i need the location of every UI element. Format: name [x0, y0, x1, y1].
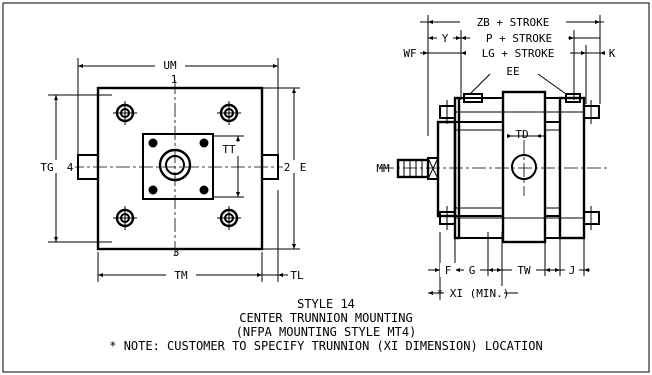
tie-rod-nut-2 [217, 101, 241, 125]
dimension-arrowhead [428, 36, 433, 40]
td-label: TD [515, 128, 528, 141]
rod-end-inner [165, 155, 185, 175]
rod-end-outer [158, 148, 192, 182]
side-view: ZB + STROKE Y P + STROKE WF LG + STROKE … [376, 15, 616, 300]
caption-title: STYLE 14 [297, 297, 355, 311]
gland-screw-2 [199, 138, 209, 148]
side-dimension-arrows [423, 20, 605, 295]
dimension-arrowhead [257, 273, 262, 277]
dimension-arrowhead [78, 64, 83, 68]
k-label: K [609, 47, 616, 60]
lg-label: LG + STROKE [482, 47, 555, 60]
dimension-arrowhead [273, 64, 278, 68]
gland-screw-1 [148, 138, 158, 148]
dimension-arrowhead [545, 268, 550, 272]
front-dimension-arrows [54, 64, 296, 277]
dimension-arrowhead [435, 268, 440, 272]
caption-line-2: (NFPA MOUNTING STYLE MT4) [236, 325, 417, 339]
dimension-arrowhead [536, 134, 541, 138]
dimension-arrowhead [236, 192, 240, 197]
e-label: E [300, 161, 307, 174]
dimension-arrowhead [497, 268, 502, 272]
mm-label: MM [376, 162, 390, 175]
gland-screw-4 [199, 185, 209, 195]
dimension-arrowhead [581, 51, 586, 55]
dimension-arrowhead [278, 273, 283, 277]
caption-note: * NOTE: CUSTOMER TO SPECIFY TRUNNION (XI… [109, 339, 542, 353]
dimension-arrowhead [595, 20, 600, 24]
ee-label: EE [506, 65, 519, 78]
tie-rod-nut-4 [217, 206, 241, 230]
piston-rod-thread [396, 158, 430, 179]
dimension-arrowhead [292, 244, 296, 249]
dimension-arrowhead [488, 268, 493, 272]
tm-label: TM [174, 269, 188, 282]
trunnion-pin-circle [511, 154, 537, 180]
port-4-label: 4 [67, 161, 74, 174]
dimension-arrowhead [569, 36, 574, 40]
caption-line-1: CENTER TRUNNION MOUNTING [239, 311, 412, 325]
wf-label: WF [403, 47, 416, 60]
dimension-arrowhead [507, 134, 512, 138]
port-ee-front [463, 93, 483, 103]
dimension-arrowhead [236, 136, 240, 141]
dimension-arrowhead [428, 20, 433, 24]
dimension-arrowhead [423, 51, 428, 55]
tg-label: TG [40, 161, 53, 174]
port-1-label: 1 [171, 73, 178, 86]
dimension-arrowhead [455, 268, 460, 272]
dimension-arrowhead [555, 268, 560, 272]
tw-label: TW [517, 264, 531, 277]
g-label: G [469, 264, 476, 277]
dimension-arrowhead [600, 51, 605, 55]
caption: STYLE 14 CENTER TRUNNION MOUNTING (NFPA … [109, 297, 542, 353]
front-view: UM 1 TG 4 TT 2 E 3 TM TL [37, 58, 308, 282]
barrel-rear [544, 121, 561, 217]
gland-screw-3 [148, 185, 158, 195]
port-ee-rear [565, 93, 581, 103]
gland-retainer [142, 133, 214, 200]
zb-label: ZB + STROKE [477, 16, 550, 29]
port-3-label: 3 [173, 246, 180, 259]
f-label: F [445, 264, 452, 277]
dimension-arrowhead [456, 36, 461, 40]
tl-label: TL [290, 269, 304, 282]
dimension-arrowhead [98, 273, 103, 277]
y-label: Y [442, 32, 449, 45]
dimension-arrowhead [54, 95, 58, 100]
port-2-label: 2 [284, 161, 291, 174]
xi-label: * XI (MIN.) [437, 287, 510, 300]
dimension-arrowhead [461, 51, 466, 55]
tie-rod-top [439, 100, 600, 124]
dimension-arrowhead [292, 88, 296, 93]
tt-label: TT [222, 143, 236, 156]
um-label: UM [163, 59, 177, 72]
dimension-arrowhead [428, 291, 433, 295]
barrel-front [454, 121, 504, 217]
dimension-arrowhead [461, 36, 466, 40]
dimension-arrowhead [54, 237, 58, 242]
j-label: J [569, 264, 576, 277]
dimension-arrowhead [584, 268, 589, 272]
p-label: P + STROKE [486, 32, 552, 45]
head-cap [436, 120, 457, 218]
tie-rod-nut-3 [113, 206, 137, 230]
tie-rod-nut-1 [113, 101, 137, 125]
tie-rod-bottom [439, 206, 600, 230]
